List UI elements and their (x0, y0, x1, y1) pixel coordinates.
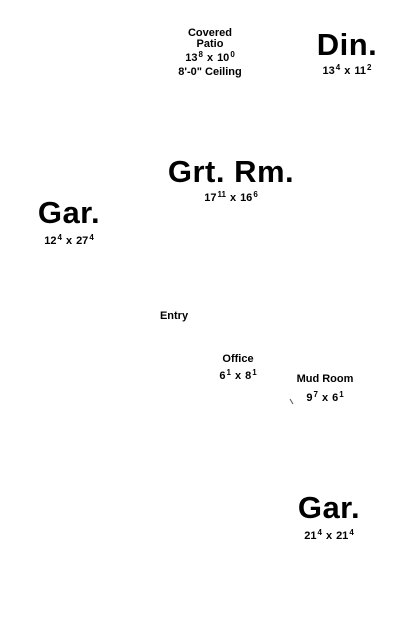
great-room-name: Grt. Rm. (167, 154, 295, 189)
entry-label: Entry (159, 310, 189, 322)
covered-patio-ceiling-note: 8'-0" Ceiling (178, 66, 242, 78)
office-name: Office (222, 353, 254, 365)
garage-right-name: Gar. (297, 490, 361, 525)
dining-name: Din. (316, 27, 378, 62)
mud-room-name: Mud Room (296, 373, 354, 385)
covered-patio-name-line1: Covered (187, 27, 233, 39)
covered-patio-name-line2: Patio (196, 38, 224, 50)
garage-left-name: Gar. (37, 195, 101, 230)
drawing-mark (289, 398, 294, 405)
